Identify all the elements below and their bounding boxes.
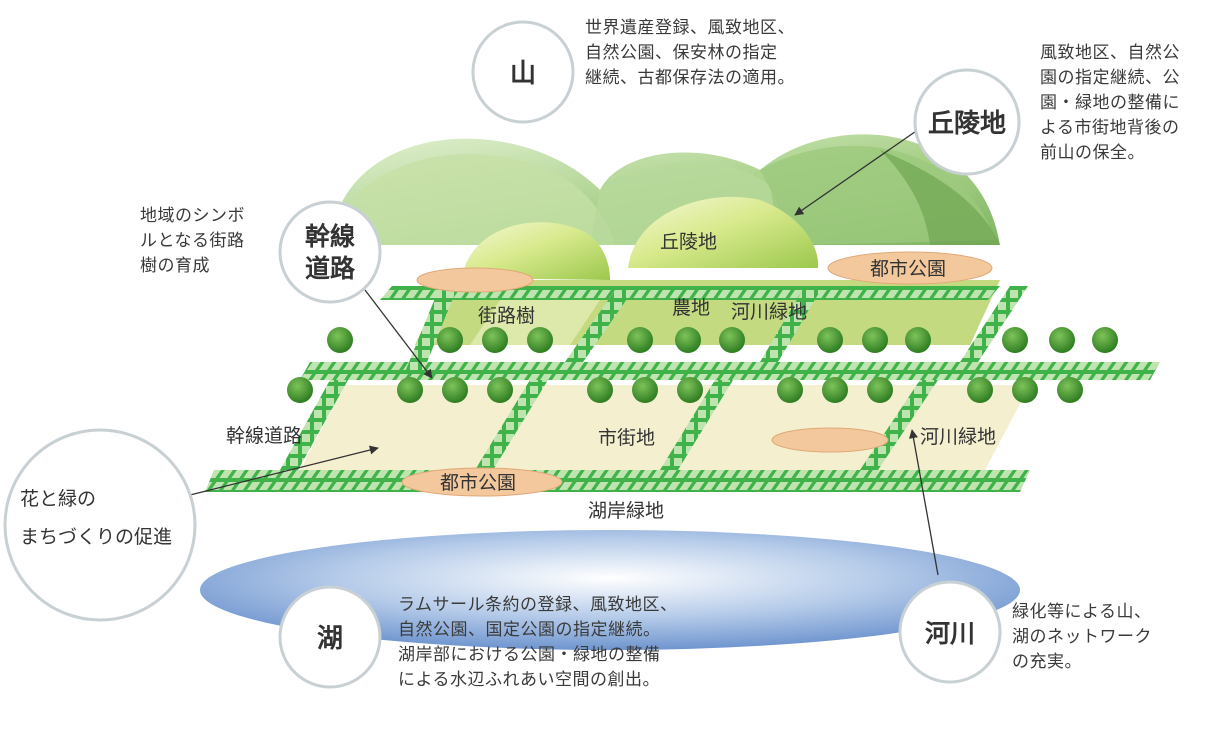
arrow-hills bbox=[794, 117, 936, 216]
hills bbox=[462, 196, 819, 280]
note-road: 地域のシンボ ルとなる街路 樹の育成 bbox=[140, 206, 245, 276]
tree bbox=[862, 327, 888, 353]
bubble-road: 幹線 道路 bbox=[278, 200, 382, 304]
tree bbox=[822, 377, 848, 403]
label-city-park-top: 都市公園 bbox=[870, 258, 946, 280]
tree bbox=[967, 377, 993, 403]
tree bbox=[1002, 327, 1028, 353]
tree bbox=[719, 327, 745, 353]
note-hills: 風致地区、自然公 園の指定継続、公 園・緑地の整備に よる市街地背後の 前山の保… bbox=[1040, 43, 1180, 163]
label-lakeshore-green: 湖岸緑地 bbox=[588, 500, 664, 522]
bubble-road-label-2: 道路 bbox=[305, 254, 356, 283]
tree bbox=[437, 327, 463, 353]
arrow-flowers bbox=[189, 445, 379, 496]
tree bbox=[675, 327, 701, 353]
note-river: 緑化等による山、 湖のネットワーク の充実。 bbox=[1012, 602, 1152, 672]
tree bbox=[1012, 377, 1038, 403]
tree bbox=[905, 327, 931, 353]
arrow-road bbox=[364, 289, 433, 379]
label-trunk-road: 幹線道路 bbox=[226, 425, 302, 447]
street-trees bbox=[287, 327, 1118, 403]
tree bbox=[482, 327, 508, 353]
bubble-flowers: 花と緑の まちづくりの促進 bbox=[3, 428, 197, 622]
city-park-top bbox=[416, 267, 534, 293]
bubble-river-label: 河川 bbox=[925, 619, 975, 648]
bubble-road-label-1: 幹線 bbox=[305, 222, 355, 251]
arrow-river bbox=[908, 429, 939, 576]
mountains bbox=[330, 134, 1000, 245]
tree bbox=[1049, 327, 1075, 353]
tree bbox=[867, 377, 893, 403]
tree bbox=[327, 327, 353, 353]
label-city-park-bottom: 都市公園 bbox=[440, 472, 516, 494]
tree bbox=[627, 327, 653, 353]
tree bbox=[632, 377, 658, 403]
bubble-lake-label: 湖 bbox=[317, 624, 343, 654]
city-park-bottom bbox=[401, 467, 563, 497]
label-farmland: 農地 bbox=[672, 297, 710, 319]
note-mountain: 世界遺産登録、風致地区、 自然公園、保安林の指定 継続、古都保存法の適用。 bbox=[585, 18, 795, 88]
tree bbox=[487, 377, 513, 403]
bubble-river: 河川 bbox=[898, 580, 1002, 684]
tree bbox=[287, 377, 313, 403]
note-lake: ラムサール条約の登録、風致地区、 自然公園、国定公園の指定継続。 湖岸部における… bbox=[398, 595, 678, 690]
label-river-green-top: 河川緑地 bbox=[731, 301, 807, 323]
tree bbox=[527, 327, 553, 353]
city-park-right bbox=[771, 427, 889, 453]
label-urban-area: 市街地 bbox=[598, 427, 655, 449]
tree bbox=[442, 377, 468, 403]
tree bbox=[677, 377, 703, 403]
tree bbox=[817, 327, 843, 353]
tree bbox=[1092, 327, 1118, 353]
city-grid bbox=[205, 280, 1160, 492]
tree bbox=[777, 377, 803, 403]
city-park-top-right bbox=[827, 251, 993, 285]
bubble-flowers-label-1: 花と緑の bbox=[20, 488, 96, 510]
label-river-green-right: 河川緑地 bbox=[920, 426, 996, 448]
bubble-mountain-label: 山 bbox=[510, 59, 536, 89]
lake bbox=[200, 530, 1020, 650]
tree bbox=[1057, 377, 1083, 403]
bubble-hills: 丘陵地 bbox=[913, 68, 1021, 176]
tree bbox=[587, 377, 613, 403]
tree bbox=[397, 377, 423, 403]
label-street-trees: 街路樹 bbox=[478, 305, 535, 327]
bubble-flowers-label-2: まちづくりの促進 bbox=[20, 526, 172, 548]
bubble-hills-label: 丘陵地 bbox=[928, 109, 1006, 139]
label-hills: 丘陵地 bbox=[660, 231, 717, 253]
bubble-lake: 湖 bbox=[278, 585, 382, 689]
bubble-mountain: 山 bbox=[471, 20, 575, 124]
